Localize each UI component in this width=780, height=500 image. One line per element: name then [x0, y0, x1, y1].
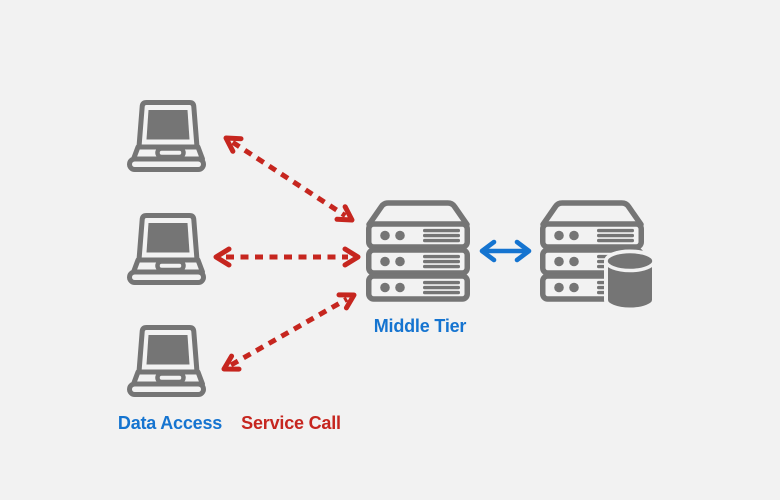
client-laptop-1-icon	[130, 103, 204, 170]
middle-tier-server-icon	[369, 203, 468, 299]
client-laptop-2-icon	[130, 216, 204, 283]
data-access-legend-label: Data Access	[117, 413, 223, 433]
service-call-arrow-top	[223, 135, 355, 223]
service-call-arrow-middle	[213, 246, 361, 268]
database-server-icon	[543, 203, 656, 312]
service-call-arrow-bottom	[221, 292, 357, 372]
client-laptop-3-icon	[130, 328, 204, 395]
database-cylinder-icon	[604, 249, 656, 312]
service-call-legend-label: Service Call	[241, 413, 341, 433]
data-access-arrow	[479, 239, 532, 263]
middle-tier-label: Middle Tier	[373, 316, 467, 336]
